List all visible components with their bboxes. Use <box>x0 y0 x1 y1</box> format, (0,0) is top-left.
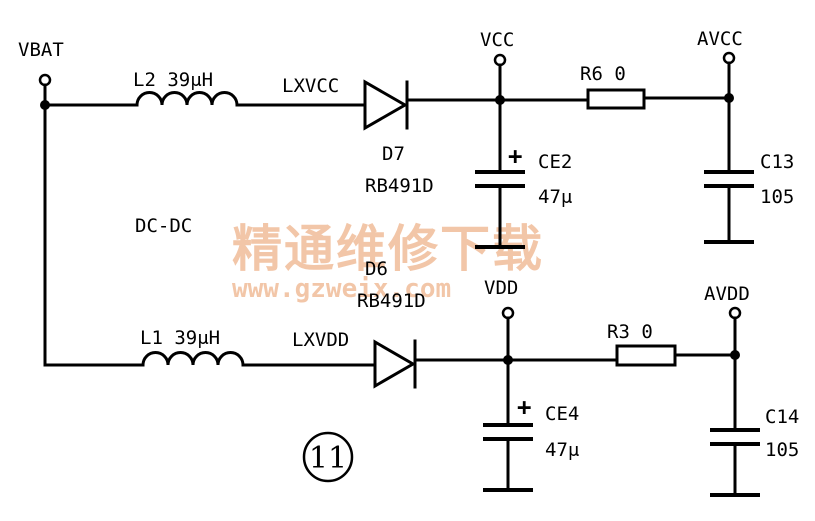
label-lxvcc: LXVCC <box>282 75 339 97</box>
watermark-url: www.gzweix.com <box>232 274 451 304</box>
label-ce2-value: 47μ <box>538 186 572 208</box>
label-ce4: CE4 <box>545 403 579 425</box>
diode-d6 <box>373 339 417 389</box>
label-ce4-value: 47μ <box>545 439 579 461</box>
label-avcc: AVCC <box>697 28 743 50</box>
label-vcc: VCC <box>480 29 514 51</box>
resistor-r6 <box>586 88 646 110</box>
figure-number-badge: 11 <box>302 431 354 483</box>
label-c13-value: 105 <box>760 186 794 208</box>
inductor-l1 <box>141 351 245 367</box>
label-r6: R6 0 <box>580 63 626 85</box>
label-c14: C14 <box>765 406 799 428</box>
bottom-rail <box>43 306 760 497</box>
inductor-l2 <box>135 91 239 107</box>
label-ce2-plus: + <box>508 142 522 170</box>
label-lxvdd: LXVDD <box>292 329 349 351</box>
capacitor-ce2 <box>475 98 525 249</box>
capacitor-ce4 <box>483 358 533 492</box>
label-c13: C13 <box>760 151 794 173</box>
label-d7: D7 <box>382 143 405 165</box>
resistor-r3 <box>615 344 677 367</box>
label-l1: L1 39μH <box>140 327 220 349</box>
label-ce4-plus: + <box>517 393 531 421</box>
capacitor-c14 <box>710 353 760 497</box>
label-avdd: AVDD <box>704 283 750 305</box>
label-d6-part: RB491D <box>357 290 426 312</box>
capacitor-c13 <box>704 96 754 244</box>
label-l2: L2 39μH <box>133 69 213 91</box>
diode-d7 <box>363 79 409 131</box>
top-rail <box>38 51 754 249</box>
label-vdd: VDD <box>484 277 518 299</box>
label-d6: D6 <box>365 258 388 280</box>
figure-number: 11 <box>309 441 347 476</box>
label-ce2: CE2 <box>538 151 572 173</box>
label-c14-value: 105 <box>765 439 799 461</box>
label-d7-part: RB491D <box>365 175 434 197</box>
label-dcdc: DC-DC <box>135 215 192 237</box>
label-vbat: VBAT <box>18 39 64 61</box>
label-r3: R3 0 <box>607 321 653 343</box>
